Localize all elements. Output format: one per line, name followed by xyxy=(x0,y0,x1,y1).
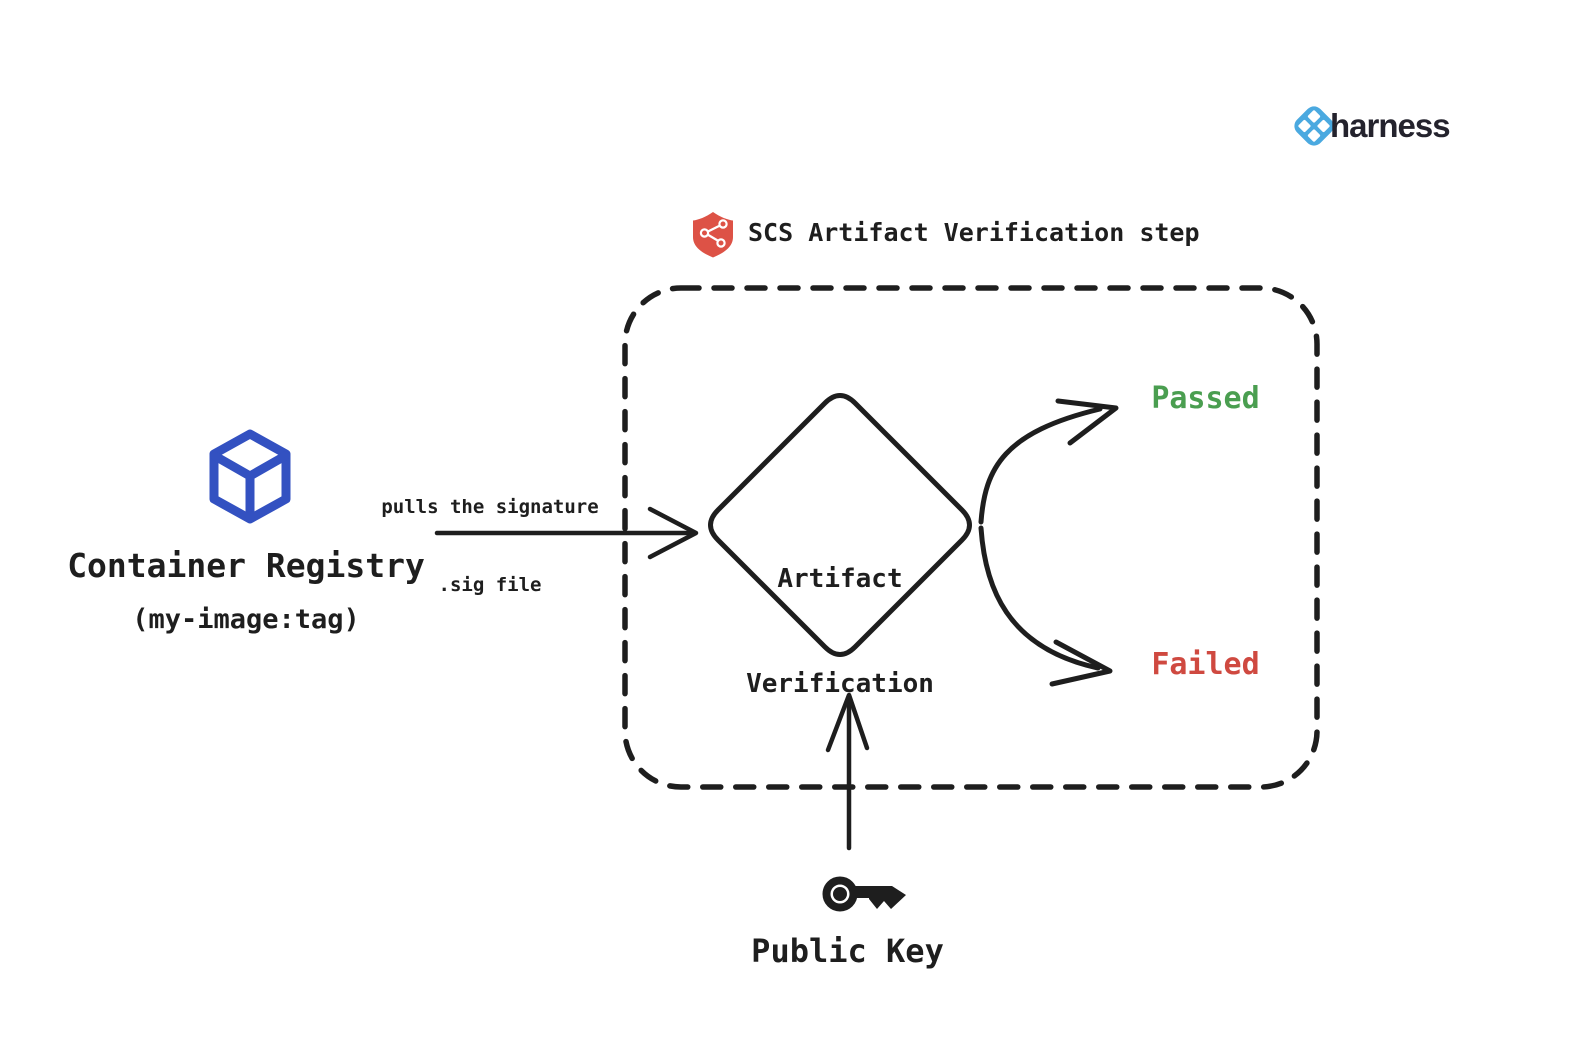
decision-label-line2: Verification xyxy=(746,669,934,699)
public-key-label: Public Key xyxy=(751,932,944,970)
pull-arrow-label-line2: .sig file xyxy=(438,574,542,596)
harness-wordmark: harness xyxy=(1330,107,1451,144)
container-registry-cube-icon xyxy=(209,429,291,524)
passed-arrow xyxy=(978,398,1119,525)
passed-outcome-label: Passed xyxy=(1151,381,1260,416)
pull-arrow-label-line1: pulls the signature xyxy=(381,496,599,518)
failed-outcome-label: Failed xyxy=(1151,647,1260,682)
key-icon xyxy=(822,876,906,912)
container-registry-tag: (my-image:tag) xyxy=(132,604,360,635)
pull-arrow-label: pulls the signature .sig file xyxy=(369,442,611,650)
container-registry-label: Container Registry xyxy=(67,546,425,585)
step-boundary-dashed-box xyxy=(622,285,1320,790)
harness-logo-icon xyxy=(1294,106,1334,146)
scs-shield-icon xyxy=(693,212,733,258)
failed-arrow xyxy=(978,525,1113,687)
public-key-arrow xyxy=(825,692,870,851)
decision-diamond-label: Artifact Verification xyxy=(715,492,965,772)
step-box-title: SCS Artifact Verification step xyxy=(748,218,1200,247)
decision-diamond xyxy=(708,393,972,657)
decision-label-line1: Artifact xyxy=(777,564,903,594)
pull-arrow xyxy=(434,506,699,560)
